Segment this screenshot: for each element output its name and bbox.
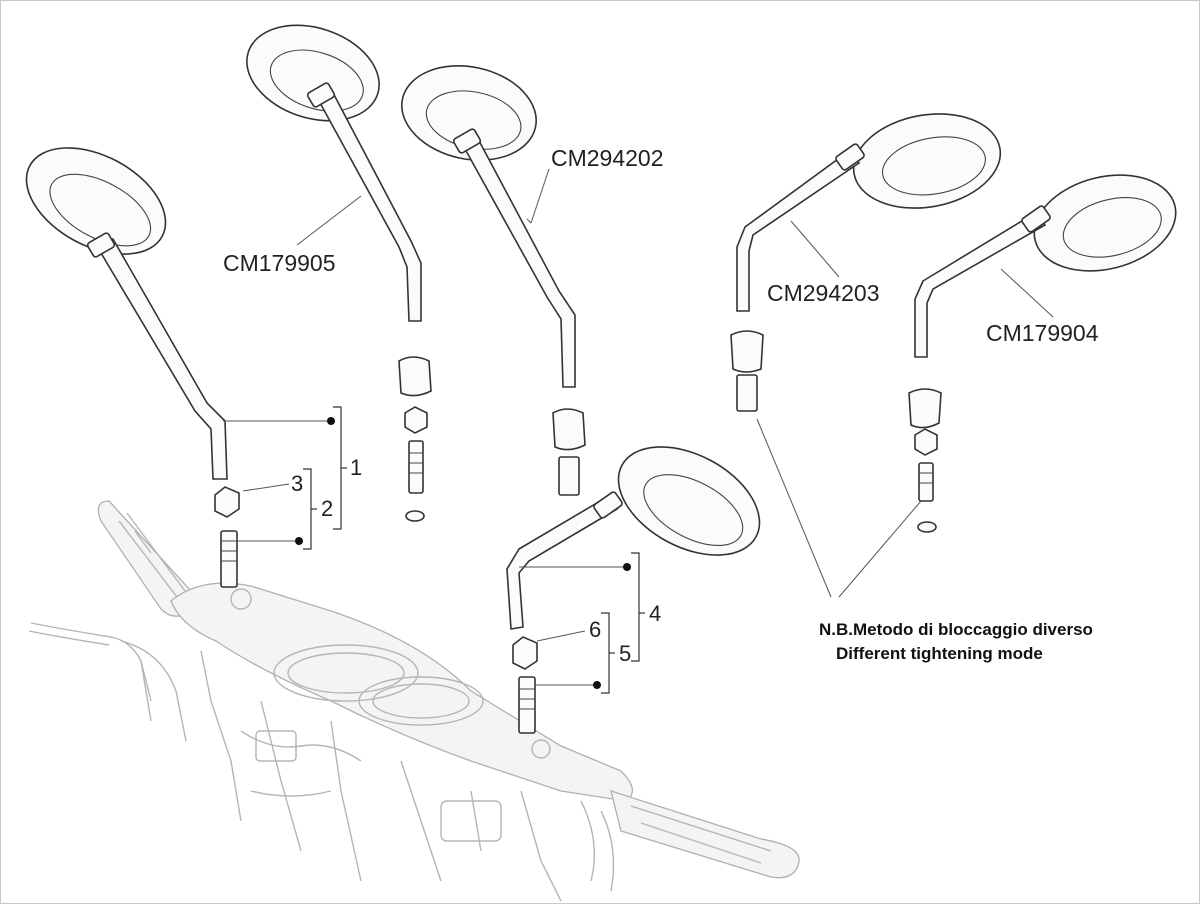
mount-parts-item-5	[512, 636, 538, 734]
mount-parts-cm294202	[552, 408, 586, 496]
code-cm179904: CM179904	[986, 320, 1099, 346]
callout-3: 3	[291, 471, 303, 496]
mirror-assembly-cm179905	[246, 24, 422, 322]
mirror-assembly-cm294202	[401, 65, 576, 388]
note-line-2: Different tightening mode	[836, 644, 1043, 663]
callout-1: 1	[350, 455, 362, 480]
mount-parts-item-2	[214, 486, 240, 588]
mirror-assembly-1	[25, 147, 228, 480]
code-cm294202: CM294202	[551, 145, 664, 171]
callout-4: 4	[649, 601, 661, 626]
callout-5: 5	[619, 641, 631, 666]
tightening-note: N.B.Metodo di bloccaggio diverso Differe…	[756, 418, 1093, 663]
callout-group-left: 1 2 3	[223, 406, 362, 550]
part-code-labels: CM179905 CM294202 CM294203 CM179904	[223, 145, 1099, 346]
mirror-assembly-4	[506, 446, 761, 630]
note-line-1: N.B.Metodo di bloccaggio diverso	[819, 620, 1093, 639]
mirror-assembly-cm179904	[914, 174, 1177, 358]
callout-group-center: 4 5 6	[519, 552, 661, 694]
mount-parts-cm179905	[398, 356, 432, 522]
mount-parts-cm294203	[730, 330, 764, 412]
code-cm294203: CM294203	[767, 280, 880, 306]
callout-6: 6	[589, 617, 601, 642]
handlebar-assembly	[28, 500, 800, 902]
mount-parts-cm179904	[908, 388, 942, 533]
mirror-assembly-cm294203	[736, 113, 1002, 312]
callout-2: 2	[321, 496, 333, 521]
code-cm179905: CM179905	[223, 250, 336, 276]
